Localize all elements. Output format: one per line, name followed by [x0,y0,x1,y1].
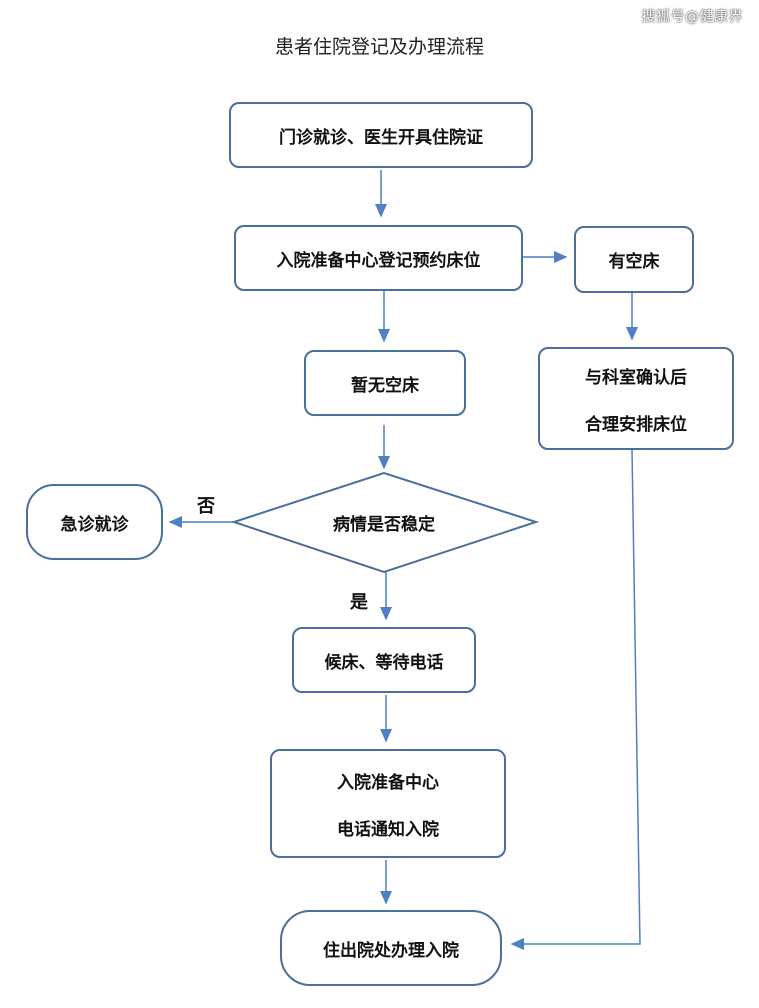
edge-confirm-admit [510,449,641,950]
edge-label-yes: 是 [350,592,368,613]
node-outpatient: 门诊就诊、医生开具住院证 [229,102,533,168]
node-wait: 候床、等待电话 [292,627,476,693]
node-confirm-line2: 合理安排床位 [585,414,687,435]
node-has-bed: 有空床 [574,226,694,293]
flowchart-title: 患者住院登记及办理流程 [274,36,484,58]
decision-text: 病情是否稳定 [333,515,435,535]
node-outpatient-text: 门诊就诊、医生开具住院证 [279,127,483,148]
node-register: 入院准备中心登记预约床位 [234,225,523,291]
node-notify-line2: 电话通知入院 [337,819,439,840]
decision-diamond [230,471,540,574]
watermark: 搜狐号@健康界 [641,9,743,25]
node-register-text: 入院准备中心登记预约床位 [276,250,481,271]
node-has-bed-text: 有空床 [608,252,660,272]
node-confirm: 与科室确认后 合理安排床位 [538,347,734,450]
node-notify: 入院准备中心 电话通知入院 [270,749,506,858]
node-admit-text: 住出院处办理入院 [323,940,459,961]
edge-label-no: 否 [197,496,215,517]
node-emergency: 急诊就诊 [26,484,163,560]
node-emergency-text: 急诊就诊 [60,514,129,535]
node-confirm-line1: 与科室确认后 [585,367,687,388]
node-no-bed: 暂无空床 [304,350,466,416]
node-no-bed-text: 暂无空床 [351,375,419,396]
node-notify-line1: 入院准备中心 [337,772,439,793]
node-wait-text: 候床、等待电话 [324,652,444,673]
node-admit: 住出院处办理入院 [280,910,502,986]
